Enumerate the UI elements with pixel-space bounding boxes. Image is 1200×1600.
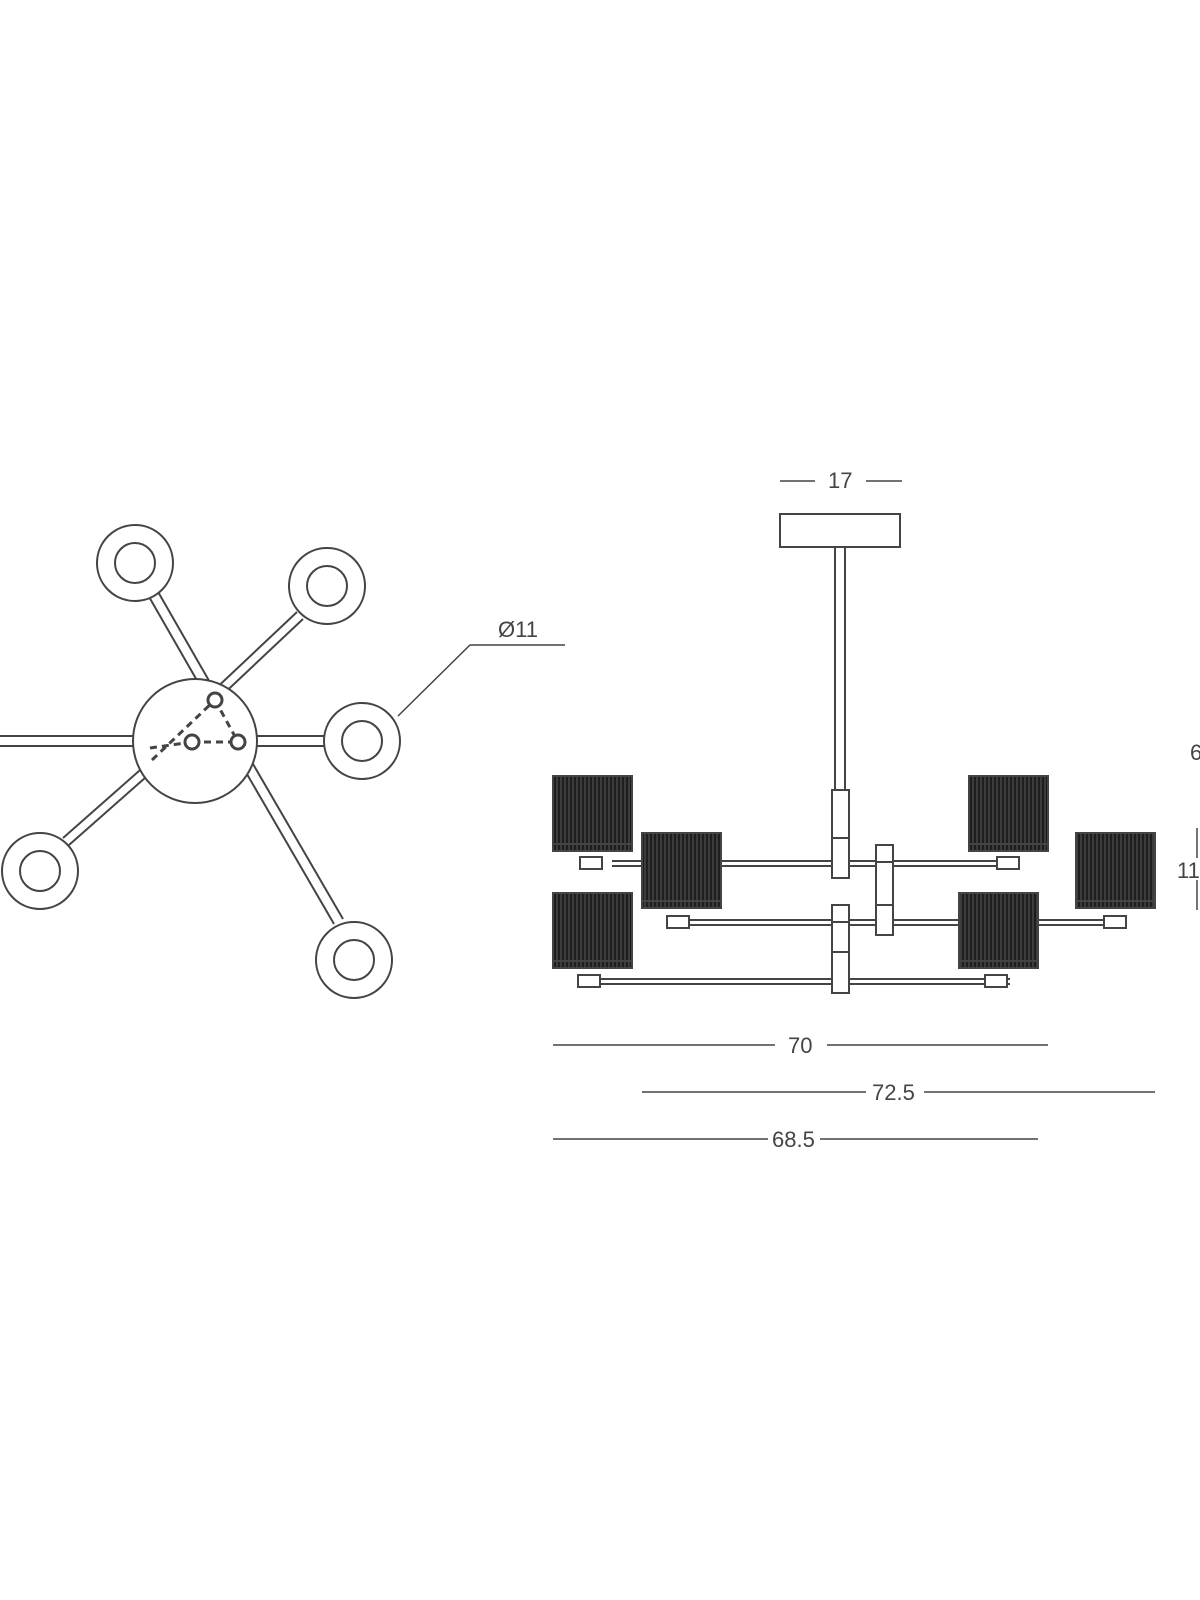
connector-upper <box>831 789 850 879</box>
arm-rail-middle <box>683 919 1112 926</box>
arm-up-right <box>209 611 304 702</box>
connector-lower <box>831 904 850 994</box>
top-shade-4 <box>1 832 79 910</box>
connector-center <box>875 844 894 936</box>
width-lower-label: 68.5 <box>772 1127 815 1152</box>
side-shade-5 <box>552 892 633 969</box>
top-shade-3 <box>323 702 401 780</box>
socket-4 <box>1103 915 1127 929</box>
socket-6 <box>984 974 1008 988</box>
side-shade-3 <box>968 775 1049 852</box>
side-shade-4 <box>1075 832 1156 909</box>
side-view <box>552 480 1198 1140</box>
top-shade-2 <box>288 547 366 625</box>
side-shade-6 <box>958 892 1039 969</box>
side-shade-1 <box>552 775 633 852</box>
ceiling-canopy <box>779 513 901 548</box>
width-middle-label: 72.5 <box>872 1080 915 1105</box>
socket-5 <box>577 974 601 988</box>
hub-joints <box>149 691 247 762</box>
diameter-label: Ø11 <box>498 617 538 642</box>
top-view <box>0 524 565 999</box>
diameter-leader <box>397 644 565 717</box>
arm-rail-lower <box>590 978 1010 985</box>
top-shade-5 <box>315 921 393 999</box>
shade-height-label-partial: 11 <box>1177 858 1200 883</box>
socket-1 <box>579 856 603 870</box>
width-upper-label: 70 <box>788 1033 812 1058</box>
canopy-width-label: 17 <box>828 468 852 493</box>
side-shade-2 <box>641 832 722 909</box>
socket-2 <box>666 915 690 929</box>
top-shade-1 <box>96 524 174 602</box>
height-label-partial: 6 <box>1190 740 1200 765</box>
suspension-rod <box>834 547 846 790</box>
socket-3 <box>996 856 1020 870</box>
